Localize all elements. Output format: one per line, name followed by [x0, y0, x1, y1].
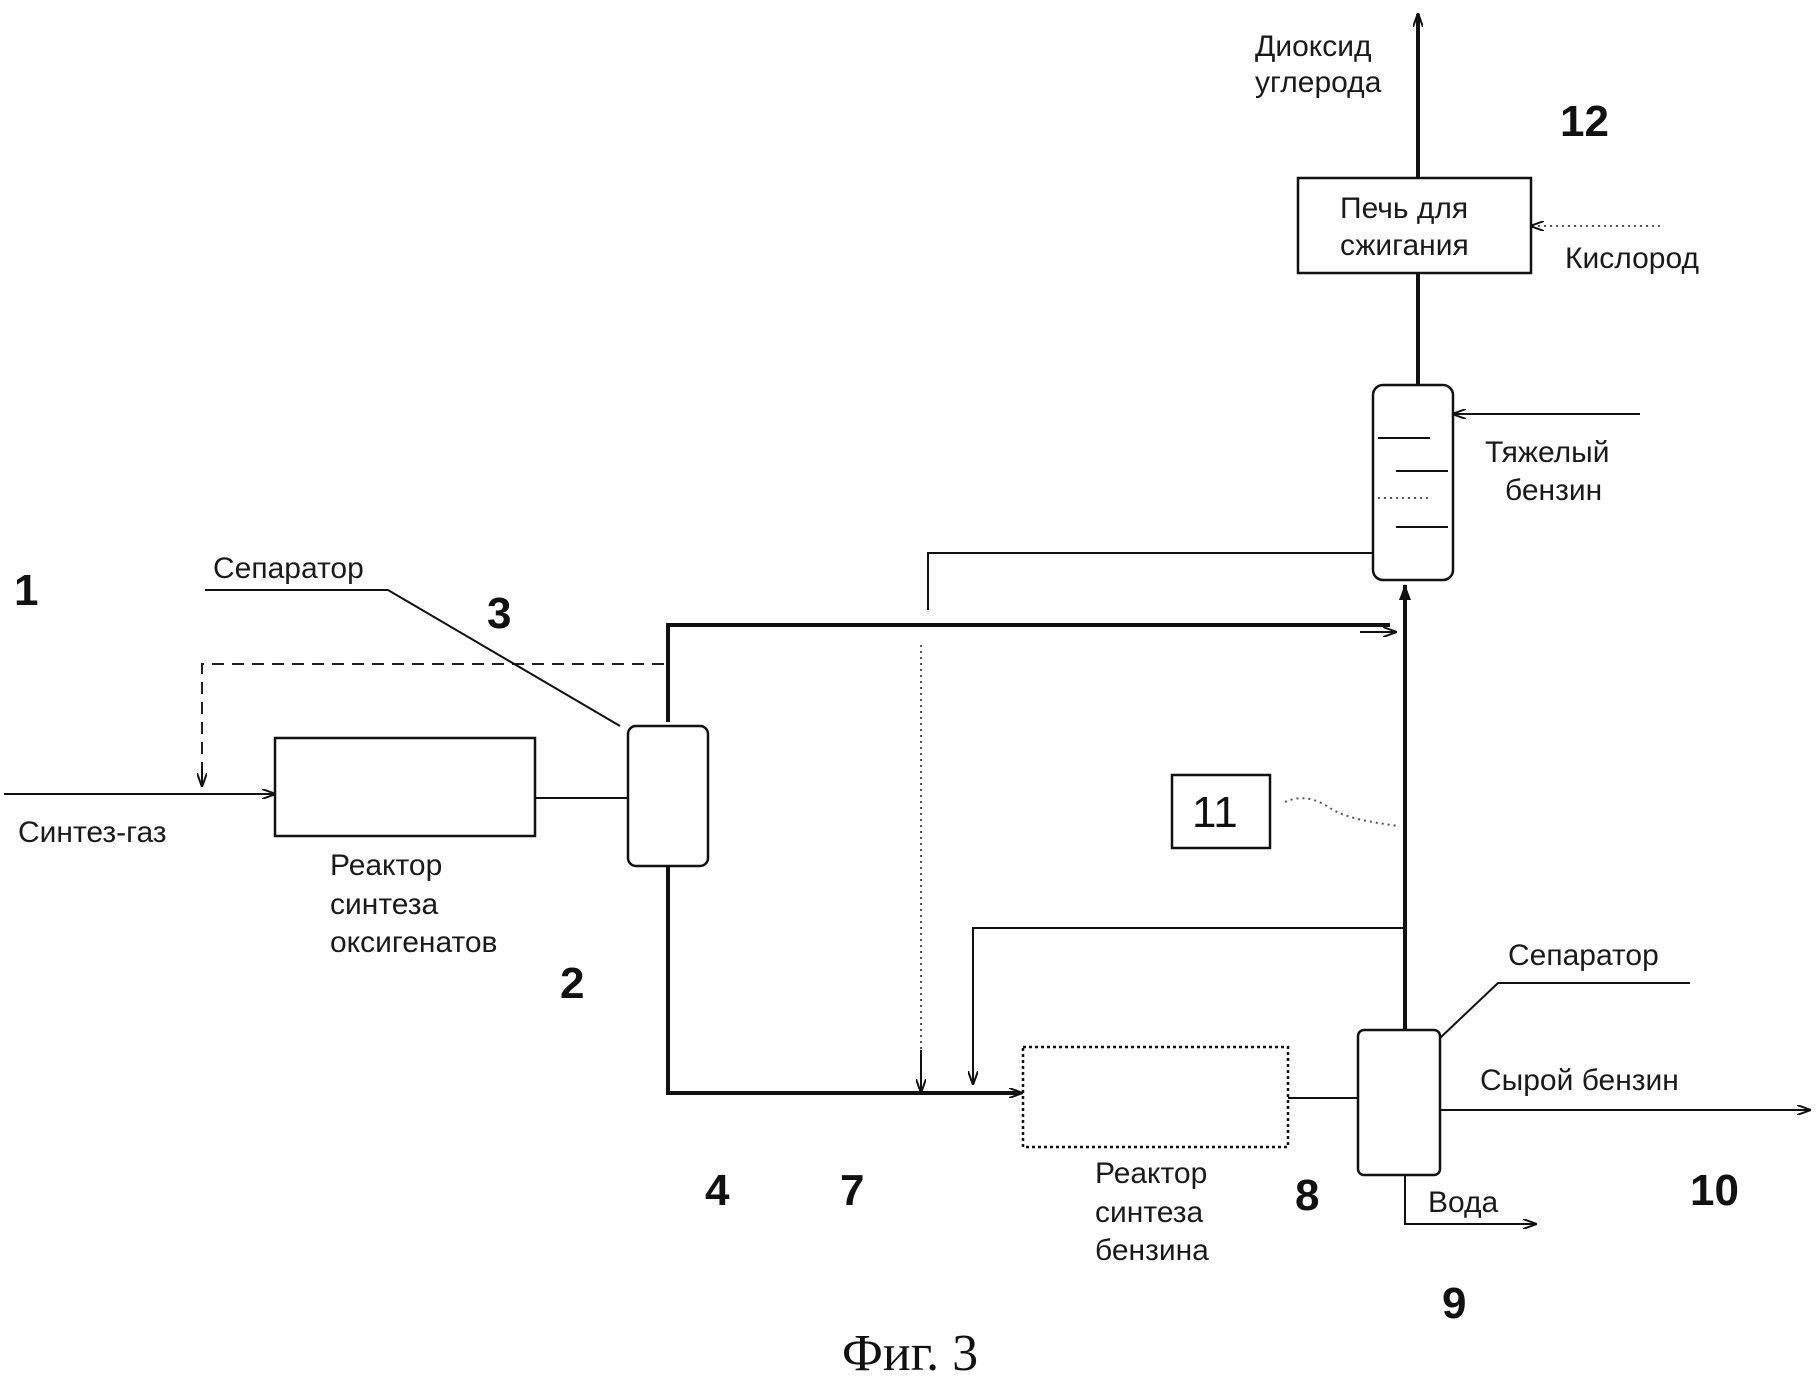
heavy-gasoline-label: Тяжелый [1485, 436, 1609, 469]
oxygen-label: Кислород [1565, 242, 1699, 275]
furnace-label-2: сжигания [1340, 229, 1469, 262]
top-separator-leader [205, 590, 620, 726]
number-10: 10 [1690, 1166, 1739, 1215]
gasoline-reactor-label: Реактор [1095, 1157, 1207, 1190]
oxygenate-reactor-box [275, 738, 535, 836]
water-label: Вода [1428, 1186, 1499, 1219]
column-side-draw-line [928, 553, 1373, 610]
bottom-separator-leader [1440, 983, 1690, 1038]
box-11-leader [1285, 798, 1398, 826]
number-1: 1 [14, 566, 38, 615]
oxygenate-reactor-label: Реактор [330, 849, 442, 882]
top-separator-vessel [628, 726, 708, 866]
heavy-gasoline-label-2: бензин [1505, 474, 1602, 507]
number-2: 2 [560, 959, 584, 1008]
separator-liquid-line [668, 866, 1020, 1093]
oxygenate-reactor-label-2: синтеза [330, 888, 439, 921]
figure-caption: Фиг. 3 [842, 1325, 978, 1379]
number-9: 9 [1442, 1279, 1466, 1328]
number-7: 7 [840, 1166, 864, 1215]
top-separator-gas-line [668, 625, 1390, 722]
bottom-separator-label: Сепаратор [1508, 939, 1659, 972]
gasoline-reactor-label-2: синтеза [1095, 1196, 1204, 1229]
oxygenate-reactor-label-3: оксигенатов [330, 926, 498, 959]
number-4: 4 [705, 1166, 730, 1215]
bottom-separator-vessel [1358, 1030, 1440, 1175]
number-12: 12 [1560, 97, 1609, 146]
furnace-label: Печь для [1340, 192, 1468, 225]
number-8: 8 [1295, 1171, 1319, 1220]
number-11: 11 [1192, 788, 1238, 837]
syngas-label: Синтез-газ [18, 816, 167, 849]
co2-label-2: углерода [1255, 66, 1382, 99]
number-3: 3 [487, 589, 511, 638]
gasoline-reactor-label-3: бензина [1095, 1234, 1209, 1267]
gasoline-reactor-box [1023, 1047, 1288, 1147]
co2-label: Диоксид [1255, 30, 1371, 63]
heavy-gasoline-column [1373, 385, 1453, 580]
top-separator-label: Сепаратор [213, 552, 364, 585]
raw-gasoline-label: Сырой бензин [1480, 1064, 1679, 1097]
